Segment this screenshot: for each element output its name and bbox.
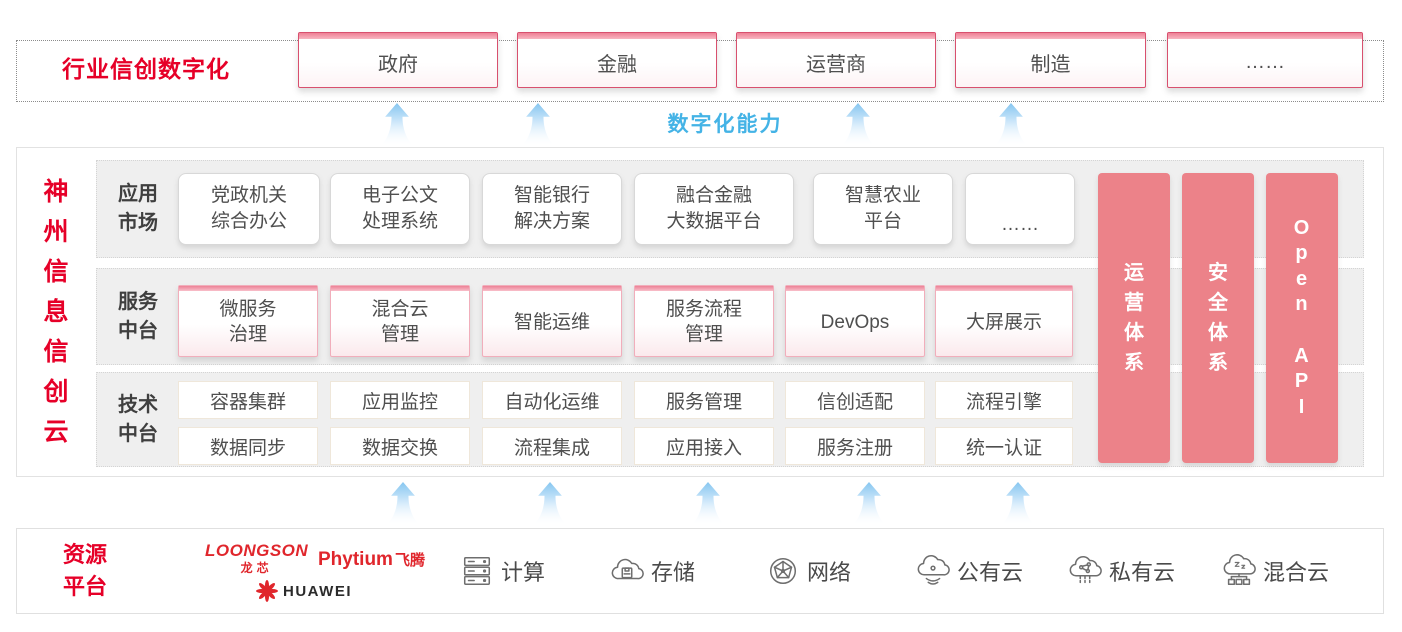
phytium-logo: Phytium 飞腾: [318, 549, 425, 571]
resource-item-hybrid-cloud: 混合云: [1222, 528, 1329, 614]
industry-box-ellipsis: ……: [1167, 32, 1363, 88]
private-cloud-icon: [1069, 556, 1102, 585]
resource-item-label: 计算: [501, 560, 546, 585]
phytium-logo-text: Phytium: [318, 549, 393, 570]
up-arrow-icon: [381, 103, 413, 145]
up-arrow-icon: [522, 103, 554, 145]
tech-box-unified-auth: 统一认证: [935, 427, 1073, 465]
resource-item-label: 存储: [651, 560, 696, 585]
public-cloud-icon: [917, 555, 950, 585]
resource-item-label: 公有云: [957, 560, 1024, 585]
huawei-logo-text: HUAWEI: [283, 582, 352, 600]
huawei-logo: HUAWEI: [256, 580, 352, 602]
pillar-security-system: 安 全 体 系: [1208, 262, 1228, 374]
service-box-devops: DevOps: [785, 285, 925, 357]
app-box-smart-agriculture: 智慧农业 平台: [813, 173, 953, 245]
up-arrow-icon: [692, 482, 724, 524]
loongson-logo-text: LOONGSON: [205, 541, 309, 560]
hybrid-cloud-icon: [1223, 554, 1256, 585]
up-arrow-icon: [1002, 482, 1034, 524]
service-box-microservice-governance: 微服务 治理: [178, 285, 318, 357]
loongson-logo-cn: 龙芯: [240, 561, 273, 575]
tech-box-container-cluster: 容器集群: [178, 381, 318, 419]
industry-box-government: 政府: [298, 32, 498, 88]
capability-label: 数字化能力: [667, 113, 783, 136]
up-arrow-icon: [995, 103, 1027, 145]
service-box-intelligent-ops: 智能运维: [482, 285, 622, 357]
tech-box-data-exchange: 数据交换: [330, 427, 470, 465]
resource-panel: [16, 528, 1384, 614]
huawei-flower-icon: [256, 580, 278, 602]
industry-box-operator: 运营商: [736, 32, 936, 88]
app-box-smart-banking: 智能银行 解决方案: [482, 173, 622, 245]
resource-item-label: 网络: [807, 560, 852, 585]
up-arrow-icon: [534, 482, 566, 524]
tech-box-service-registry: 服务注册: [785, 427, 925, 465]
service-box-service-process-mgmt: 服务流程 管理: [634, 285, 774, 357]
up-arrow-icon: [853, 482, 885, 524]
industry-box-manufacturing: 制造: [955, 32, 1146, 88]
tech-box-app-monitoring: 应用监控: [330, 381, 470, 419]
service-row-label: 服务 中台: [118, 290, 158, 342]
industry-box-finance: 金融: [517, 32, 717, 88]
app-box-edoc-system: 电子公文 处理系统: [330, 173, 470, 245]
resource-item-network: 网络: [766, 528, 851, 614]
resource-panel-label: 资源 平台: [62, 542, 107, 599]
tech-box-process-integration: 流程集成: [482, 427, 622, 465]
cloud-side-label: 神 州 信 息 信 创 云: [43, 178, 69, 446]
compute-icon: [463, 557, 491, 585]
up-arrow-icon: [387, 482, 419, 524]
resource-item-private-cloud: 私有云: [1068, 528, 1175, 614]
tech-box-process-engine: 流程引擎: [935, 381, 1073, 419]
tech-box-automated-ops: 自动化运维: [482, 381, 622, 419]
tech-box-xinchuang-adaptation: 信创适配: [785, 381, 925, 419]
app-box-party-gov-office: 党政机关 综合办公: [178, 173, 320, 245]
tech-box-service-mgmt: 服务管理: [634, 381, 774, 419]
storage-icon: [611, 558, 644, 580]
service-box-hybrid-cloud-mgmt: 混合云 管理: [330, 285, 470, 357]
service-box-big-screen: 大屏展示: [935, 285, 1073, 357]
app-market-row-label: 应用 市场: [118, 183, 158, 234]
resource-item-label: 混合云: [1263, 560, 1330, 585]
resource-item-storage: 存储: [610, 528, 695, 614]
tech-box-data-sync: 数据同步: [178, 427, 318, 465]
phytium-logo-cn: 飞腾: [394, 552, 425, 569]
app-box-ellipsis: ……: [965, 173, 1075, 245]
resource-item-public-cloud: 公有云: [916, 528, 1023, 614]
up-arrow-icon: [842, 103, 874, 145]
resource-item-compute: 计算: [460, 528, 545, 614]
industry-band-label: 行业信创数字化: [62, 56, 230, 82]
resource-item-label: 私有云: [1109, 560, 1176, 585]
network-icon: [769, 557, 797, 585]
pillar-operation-system: 运 营 体 系: [1124, 262, 1144, 374]
loongson-logo: LOONGSON 龙芯: [205, 541, 308, 576]
pillar-open-api: O p e n A P I: [1293, 216, 1311, 418]
tech-row-label: 技术 中台: [118, 393, 158, 445]
tech-box-app-access: 应用接入: [634, 427, 774, 465]
app-box-finance-bigdata: 融合金融 大数据平台: [634, 173, 794, 245]
